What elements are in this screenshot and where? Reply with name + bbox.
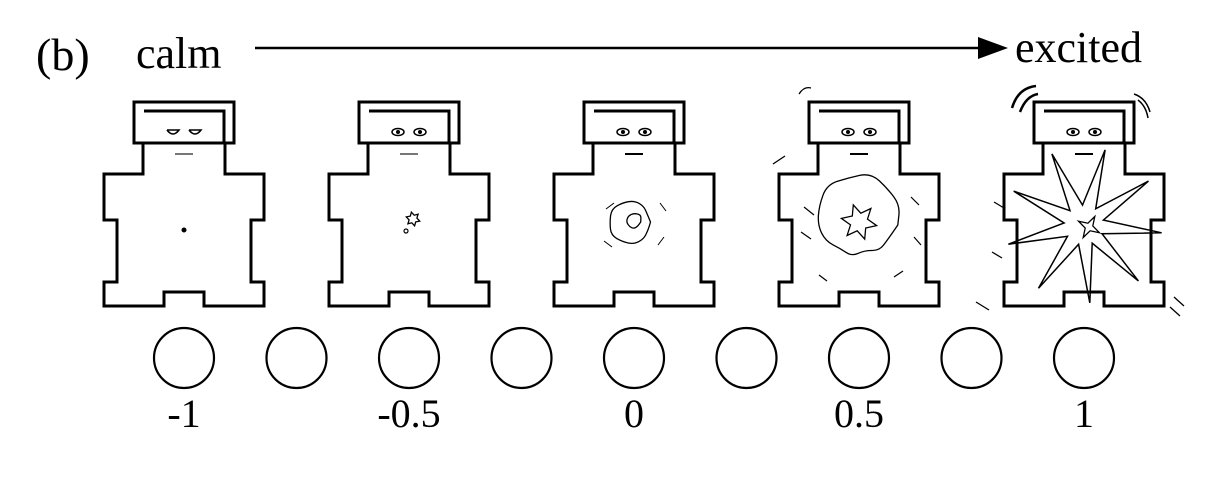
scale-arrow — [255, 37, 1008, 59]
figure-body — [777, 100, 941, 308]
sam-figure-4 — [772, 86, 941, 308]
eye-icon — [638, 127, 652, 137]
figure-head — [369, 109, 451, 145]
arrow-head-icon — [978, 37, 1008, 59]
figure-body — [327, 100, 491, 308]
motion-mark — [1010, 84, 1037, 109]
calm-label: calm — [136, 29, 222, 78]
sam-figure-5 — [975, 84, 1185, 317]
rating-option-9[interactable] — [1052, 326, 1116, 390]
rating-option-7[interactable] — [827, 326, 891, 390]
rating-option-4[interactable] — [490, 326, 553, 390]
figure-body — [102, 100, 266, 308]
rating-option-3[interactable] — [377, 326, 441, 390]
tick-label: -0.5 — [377, 391, 440, 436]
eye-icon — [1066, 127, 1080, 137]
figure-head — [1044, 109, 1126, 145]
rating-option-2[interactable] — [265, 326, 328, 390]
figure-body — [1002, 100, 1166, 308]
small-burst-icon — [405, 210, 421, 228]
rating-option-8[interactable] — [940, 326, 1003, 390]
eye-icon — [1088, 127, 1102, 137]
rating-options[interactable] — [152, 326, 1116, 390]
tick-label: 1 — [1074, 391, 1094, 436]
tick-label: 0 — [624, 391, 644, 436]
eye-icon — [841, 127, 855, 137]
explosion-icon — [1008, 149, 1162, 303]
calm-dot-icon — [181, 227, 187, 233]
panel-label: (b) — [36, 29, 90, 80]
excited-label: excited — [1015, 23, 1142, 72]
figure-head — [594, 109, 676, 145]
tick-label: 0.5 — [834, 391, 884, 436]
sam-figure-2 — [327, 100, 491, 308]
rating-option-1[interactable] — [152, 326, 216, 390]
sam-figure-3 — [552, 100, 716, 308]
figure-head — [819, 109, 901, 145]
medium-burst-icon — [609, 200, 652, 245]
sam-figures — [102, 84, 1185, 317]
figure-body — [552, 100, 716, 308]
eye-icon — [188, 129, 203, 135]
rating-option-6[interactable] — [715, 326, 778, 390]
eye-icon — [413, 127, 427, 137]
tick-labels: -1 -0.5 0 0.5 1 — [167, 391, 1094, 436]
eye-icon — [863, 127, 877, 137]
eye-icon — [616, 127, 630, 137]
large-burst-icon — [817, 174, 900, 256]
sam-figure-1 — [102, 100, 266, 308]
eye-icon — [391, 127, 405, 137]
figure-head — [144, 109, 226, 145]
tick-label: -1 — [167, 391, 200, 436]
rating-option-5[interactable] — [602, 326, 666, 390]
eye-icon — [166, 129, 181, 135]
